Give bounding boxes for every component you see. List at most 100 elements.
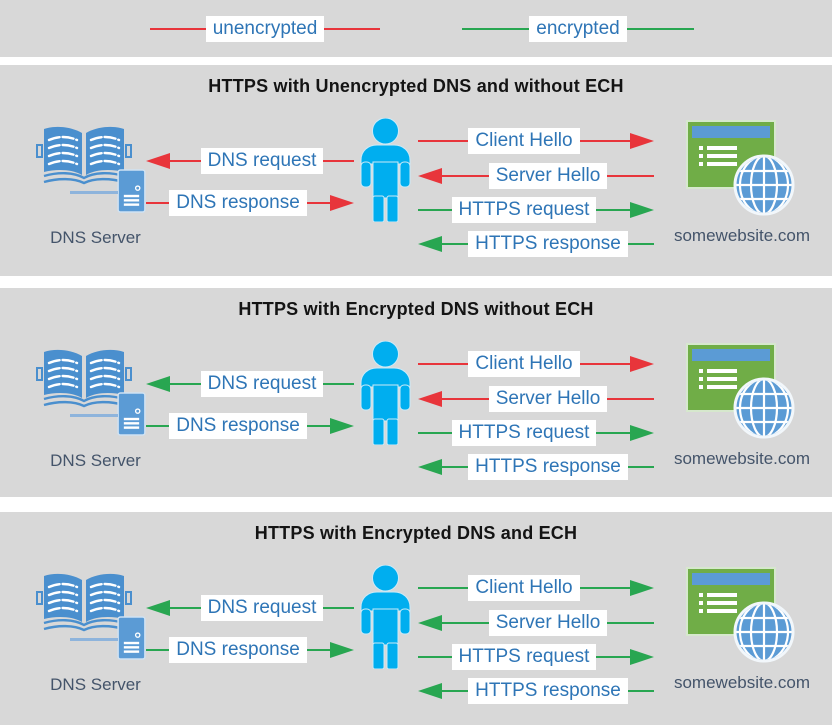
arrow-https-request: HTTPS request bbox=[418, 643, 654, 670]
arrow-line bbox=[442, 689, 469, 692]
panel-title: HTTPS with Encrypted DNS without ECH bbox=[238, 299, 594, 319]
arrow-dns-request: DNS request bbox=[146, 147, 354, 174]
website-label: somewebsite.com bbox=[673, 673, 811, 692]
arrow-label: Client Hello bbox=[468, 350, 580, 377]
arrow-line bbox=[306, 424, 330, 427]
arrow-dns-request: DNS request bbox=[146, 370, 354, 397]
arrow-line bbox=[442, 465, 469, 468]
arrow-label: HTTPS response bbox=[468, 230, 628, 257]
arrowhead-left-icon bbox=[418, 167, 442, 184]
arrowhead-right-icon bbox=[630, 648, 654, 665]
arrow-line bbox=[579, 362, 630, 365]
arrow-line bbox=[579, 586, 630, 589]
arrow-https-response: HTTPS response bbox=[418, 453, 655, 480]
legend-label: encrypted bbox=[529, 15, 627, 42]
arrow-label: Server Hello bbox=[488, 609, 608, 636]
legend-item-encrypted: encrypted bbox=[462, 15, 695, 42]
arrow-line bbox=[418, 655, 452, 658]
user-person-icon bbox=[358, 340, 413, 446]
dns-server-tower-icon bbox=[117, 616, 146, 660]
arrow-label: DNS response bbox=[169, 189, 307, 216]
arrow-line bbox=[418, 362, 469, 365]
dns-server-label: DNS Server bbox=[50, 228, 141, 247]
arrow-line bbox=[306, 648, 330, 651]
arrow-line bbox=[418, 139, 469, 142]
dns-server-label: DNS Server bbox=[50, 675, 141, 694]
arrowhead-right-icon bbox=[630, 424, 654, 441]
dns-connector-line bbox=[70, 191, 118, 194]
arrow-line bbox=[323, 159, 354, 162]
website-label: somewebsite.com bbox=[673, 226, 811, 245]
arrow-server-hello: Server Hello bbox=[418, 162, 655, 189]
arrow-line bbox=[323, 606, 354, 609]
arrow-label: HTTPS request bbox=[451, 643, 597, 670]
arrow-label: DNS request bbox=[200, 594, 324, 621]
arrow-label: Client Hello bbox=[468, 127, 580, 154]
arrow-https-request: HTTPS request bbox=[418, 196, 654, 223]
arrowhead-left-icon bbox=[418, 614, 442, 631]
dns-connector-line bbox=[70, 414, 118, 417]
arrow-line bbox=[170, 159, 201, 162]
arrow-label: DNS response bbox=[169, 412, 307, 439]
website-browser-globe-icon bbox=[686, 120, 796, 216]
arrow-server-hello: Server Hello bbox=[418, 385, 655, 412]
arrow-label: HTTPS request bbox=[451, 196, 597, 223]
arrowhead-right-icon bbox=[330, 641, 354, 658]
legend-line bbox=[324, 27, 381, 30]
user-person-icon bbox=[358, 117, 413, 223]
arrow-line bbox=[627, 465, 655, 468]
website-browser-globe-icon bbox=[686, 343, 796, 439]
arrow-line bbox=[146, 201, 170, 204]
arrowhead-right-icon bbox=[630, 355, 654, 372]
panel-title: HTTPS with Encrypted DNS and ECH bbox=[254, 523, 578, 543]
arrow-line bbox=[323, 382, 354, 385]
dns-server-label: DNS Server bbox=[50, 451, 141, 470]
arrow-line bbox=[627, 689, 655, 692]
arrow-dns-response: DNS response bbox=[146, 636, 354, 663]
arrow-https-request: HTTPS request bbox=[418, 419, 654, 446]
arrow-label: DNS request bbox=[200, 370, 324, 397]
arrow-line bbox=[442, 174, 489, 177]
legend-line bbox=[626, 27, 695, 30]
arrowhead-right-icon bbox=[330, 194, 354, 211]
arrowhead-left-icon bbox=[418, 458, 442, 475]
arrow-line bbox=[596, 655, 630, 658]
arrow-line bbox=[306, 201, 330, 204]
arrow-line bbox=[442, 621, 489, 624]
arrow-label: HTTPS response bbox=[468, 453, 628, 480]
arrow-server-hello: Server Hello bbox=[418, 609, 655, 636]
arrow-client-hello: Client Hello bbox=[418, 350, 654, 377]
arrow-line bbox=[596, 208, 630, 211]
arrowhead-right-icon bbox=[630, 132, 654, 149]
arrow-label: Server Hello bbox=[488, 162, 608, 189]
arrow-label: Client Hello bbox=[468, 574, 580, 601]
arrow-client-hello: Client Hello bbox=[418, 127, 654, 154]
arrow-label: Server Hello bbox=[488, 385, 608, 412]
arrow-line bbox=[170, 382, 201, 385]
panel-https-encrypted-dns-without-ech: HTTPS with Encrypted DNS without ECH bbox=[0, 288, 832, 497]
user-person-icon bbox=[358, 564, 413, 670]
panel-https-encrypted-dns-and-ech: HTTPS with Encrypted DNS and ECH bbox=[0, 512, 832, 725]
arrowhead-left-icon bbox=[418, 235, 442, 252]
arrow-dns-request: DNS request bbox=[146, 594, 354, 621]
arrow-line bbox=[596, 431, 630, 434]
arrow-line bbox=[607, 174, 655, 177]
arrow-line bbox=[418, 208, 452, 211]
dns-server-tower-icon bbox=[117, 169, 146, 213]
arrow-dns-response: DNS response bbox=[146, 412, 354, 439]
arrow-line bbox=[146, 424, 170, 427]
arrow-dns-response: DNS response bbox=[146, 189, 354, 216]
arrowhead-left-icon bbox=[146, 599, 170, 616]
arrow-line bbox=[146, 648, 170, 651]
dns-server-tower-icon bbox=[117, 392, 146, 436]
arrow-client-hello: Client Hello bbox=[418, 574, 654, 601]
arrow-line bbox=[442, 397, 489, 400]
arrow-line bbox=[418, 431, 452, 434]
arrow-line bbox=[579, 139, 630, 142]
legend-label: unencrypted bbox=[205, 15, 325, 42]
website-browser-globe-icon bbox=[686, 567, 796, 663]
arrow-line bbox=[607, 621, 655, 624]
dns-connector-line bbox=[70, 638, 118, 641]
arrow-line bbox=[170, 606, 201, 609]
